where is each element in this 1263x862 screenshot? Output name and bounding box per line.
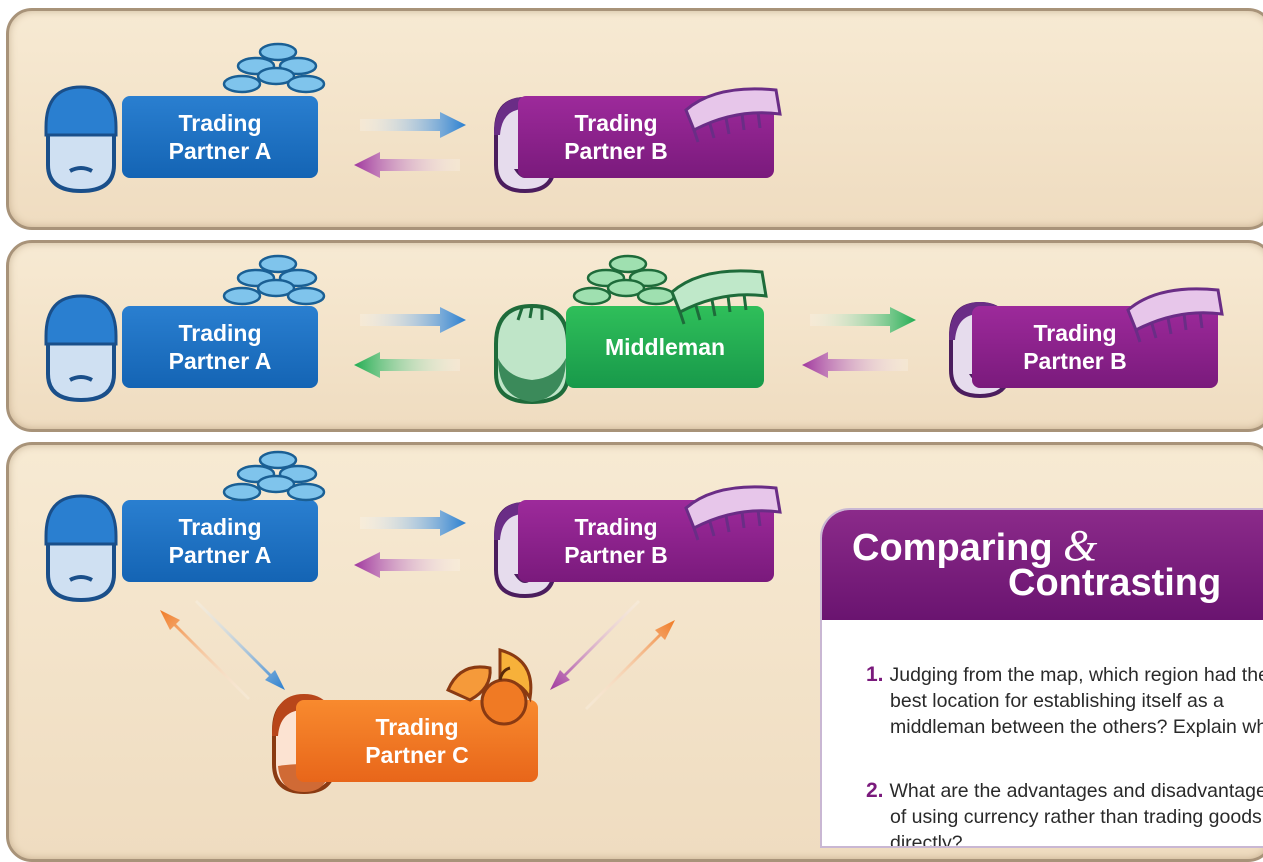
cc-title-amp: & xyxy=(1063,521,1098,570)
arrow-up-left-icon xyxy=(160,610,250,700)
arrow-left-icon xyxy=(354,352,460,378)
partner-a-line1: Trading xyxy=(178,320,262,346)
arrow-right-icon xyxy=(360,307,466,333)
middleman-card: Middleman xyxy=(566,306,764,388)
question-2: 2.What are the advantages and disadvanta… xyxy=(866,778,1263,848)
arrow-left-icon xyxy=(802,352,908,378)
partner-a-face-icon xyxy=(44,294,118,403)
partner-b-card: Trading Partner B xyxy=(972,306,1218,388)
arrow-left-icon xyxy=(354,152,460,178)
cloth-icon xyxy=(684,87,782,143)
partner-a-face-icon xyxy=(44,494,118,603)
partner-a-card: Trading Partner A xyxy=(122,96,318,178)
partner-a-line2: Partner A xyxy=(168,542,272,568)
cloth-icon xyxy=(684,485,782,541)
partner-a-card: Trading Partner A xyxy=(122,306,318,388)
arrow-right-icon xyxy=(810,307,916,333)
partner-c-line2: Partner C xyxy=(365,742,469,768)
coins-icon xyxy=(572,254,676,306)
fruit-icon xyxy=(446,648,533,726)
partner-c-line1: Trading xyxy=(375,714,459,740)
partner-b-line1: Trading xyxy=(574,110,658,136)
partner-a-line2: Partner A xyxy=(168,348,272,374)
arrow-left-icon xyxy=(354,552,460,578)
partner-a-line1: Trading xyxy=(178,514,262,540)
comparing-contrasting-box: Comparing & Contrasting 1.Judging from t… xyxy=(820,508,1263,848)
middleman-label: Middleman xyxy=(604,334,726,360)
partner-b-line2: Partner B xyxy=(564,542,668,568)
partner-b-line1: Trading xyxy=(574,514,658,540)
cloth-icon xyxy=(1126,287,1224,343)
partner-b-line2: Partner B xyxy=(1023,348,1127,374)
partner-a-card: Trading Partner A xyxy=(122,500,318,582)
coins-icon xyxy=(222,42,326,94)
coins-icon xyxy=(222,254,326,306)
cloth-icon xyxy=(670,269,768,325)
partner-a-line2: Partner A xyxy=(168,138,272,164)
partner-b-line2: Partner B xyxy=(564,138,668,164)
cc-title: Comparing & xyxy=(852,520,1097,571)
arrow-down-right-icon xyxy=(195,600,285,690)
arrow-right-icon xyxy=(360,112,466,138)
arrow-down-left-icon xyxy=(550,600,640,690)
partner-b-line1: Trading xyxy=(1033,320,1117,346)
question-1-text: Judging from the map, which region had t… xyxy=(889,664,1263,738)
partner-a-line1: Trading xyxy=(178,110,262,136)
cc-title-word1: Comparing xyxy=(852,527,1053,569)
cc-title-word2: Contrasting xyxy=(1008,562,1222,604)
question-2-number: 2. xyxy=(866,779,884,802)
question-2-text: What are the advantages and disadvantage… xyxy=(889,780,1263,848)
cc-header xyxy=(822,510,1263,620)
question-1: 1.Judging from the map, which region had… xyxy=(866,662,1263,740)
coins-icon xyxy=(222,450,326,502)
arrow-right-icon xyxy=(360,510,466,536)
question-1-number: 1. xyxy=(866,663,884,686)
arrow-up-right-icon xyxy=(585,620,675,710)
middleman-face-icon xyxy=(494,303,570,405)
partner-a-face-icon xyxy=(44,85,118,194)
